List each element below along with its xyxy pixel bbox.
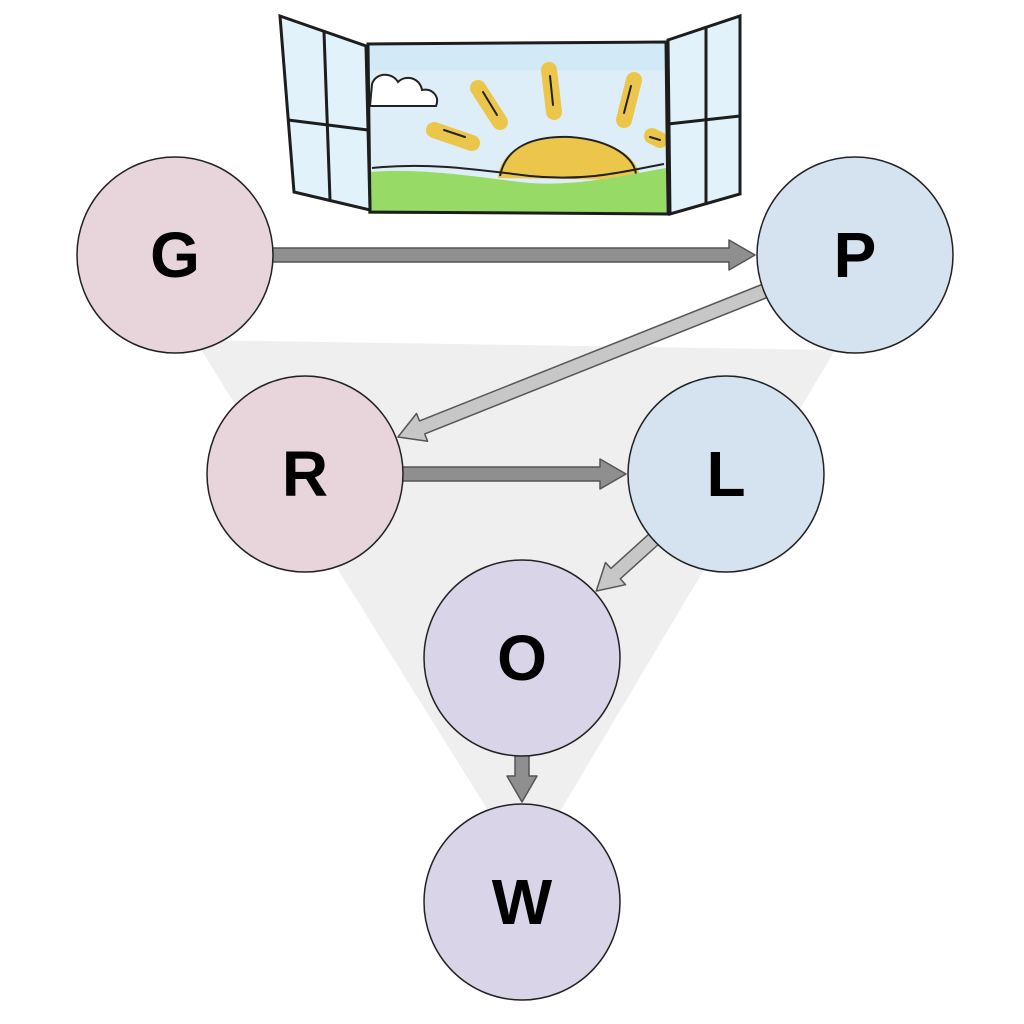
node-l: L bbox=[627, 375, 825, 573]
node-l-circle bbox=[627, 375, 825, 573]
node-o-label: O bbox=[497, 622, 547, 694]
edges bbox=[270, 239, 770, 803]
sunrise-window-icon bbox=[278, 13, 742, 216]
edge-l-to-o-arrow bbox=[595, 532, 661, 592]
node-o-circle bbox=[423, 559, 621, 757]
node-r-label: R bbox=[282, 438, 328, 510]
node-g-label: G bbox=[150, 219, 200, 291]
node-g: G bbox=[76, 156, 274, 354]
edge-o-to-w-arrow bbox=[506, 753, 538, 803]
node-w-circle bbox=[423, 803, 621, 1001]
node-p-circle bbox=[756, 156, 954, 354]
node-p: P bbox=[756, 156, 954, 354]
node-w: W bbox=[423, 803, 621, 1001]
node-l-label: L bbox=[706, 438, 745, 510]
edge-g-to-p-arrow bbox=[270, 239, 756, 271]
node-p-label: P bbox=[834, 219, 877, 291]
node-w-label: W bbox=[492, 866, 553, 938]
node-g-circle bbox=[76, 156, 274, 354]
edge-p-to-r-arrow bbox=[397, 283, 770, 443]
node-r: R bbox=[206, 375, 404, 573]
node-o: O bbox=[423, 559, 621, 757]
edge-r-to-l-arrow bbox=[400, 458, 627, 490]
node-r-circle bbox=[206, 375, 404, 573]
